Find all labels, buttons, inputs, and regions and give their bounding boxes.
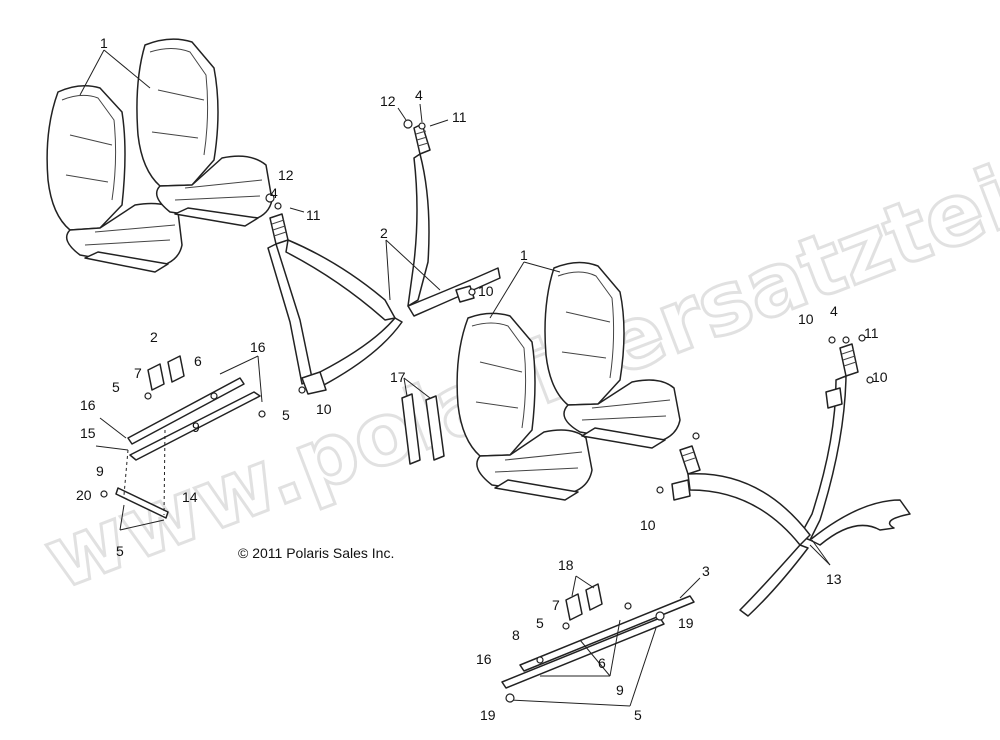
callout-2-belt: 2 [380,225,388,241]
callout-11-top: 11 [452,109,467,125]
callout-16-b: 16 [250,339,266,355]
callout-7-left: 7 [134,365,142,381]
callout-4-top: 4 [415,87,423,103]
callout-1-seats-center: 1 [520,247,528,263]
callout-5-b: 5 [282,407,290,423]
callout-16-c: 16 [476,651,492,667]
seat-center-a [456,312,593,501]
callout-10-right-low: 10 [640,517,656,533]
callout-2-buckle: 2 [150,329,158,345]
callout-19-left: 19 [480,707,496,723]
callout-10-top: 10 [478,283,494,299]
callout-10-right-top: 10 [798,311,814,327]
seat-left-a [46,85,183,273]
callout-19-right: 19 [678,615,694,631]
callout-13: 13 [826,571,842,587]
callout-8: 8 [512,627,520,643]
callout-12-left: 12 [278,167,294,183]
seat-left-b [136,38,273,227]
seat-belt-assembly-center [265,103,501,395]
rail-assembly-left [95,355,266,531]
seat-pair-center [456,261,681,501]
callout-5-e: 5 [634,707,642,723]
callout-4-right: 4 [830,303,838,319]
callout-10-right-mid: 10 [872,369,888,385]
callout-3: 3 [702,563,710,579]
callout-5-a: 5 [112,379,120,395]
callout-14: 14 [182,489,198,505]
seat-center-b [544,261,681,449]
callout-9-b: 9 [96,463,104,479]
callout-11-left: 11 [306,207,321,223]
callout-20: 20 [76,487,92,503]
callout-10-left: 10 [316,401,332,417]
callout-17: 17 [390,369,406,385]
pads [401,377,445,465]
seat-pair-top-left [46,38,273,273]
callout-6-right: 6 [598,655,606,671]
callout-12-top: 12 [380,93,396,109]
callout-1-seats-left: 1 [100,35,108,51]
callout-4-left: 4 [270,185,278,201]
callout-labels: 1 1 2 2 3 4 4 4 5 5 5 5 5 6 6 7 7 8 9 9 … [76,35,888,723]
seat-belt-assembly-right [656,334,911,617]
callout-5-c: 5 [116,543,124,559]
callout-16-a: 16 [80,397,96,413]
callout-11-right: 11 [864,325,879,341]
callout-5-d: 5 [536,615,544,631]
callout-6-left: 6 [194,353,202,369]
callout-15: 15 [80,425,96,441]
callout-9-a: 9 [192,419,200,435]
copyright-notice: © 2011 Polaris Sales Inc. [238,545,394,561]
callout-7-right: 7 [552,597,560,613]
callout-9-c: 9 [616,682,624,698]
callout-18: 18 [558,557,574,573]
rail-assembly-right [501,575,701,707]
